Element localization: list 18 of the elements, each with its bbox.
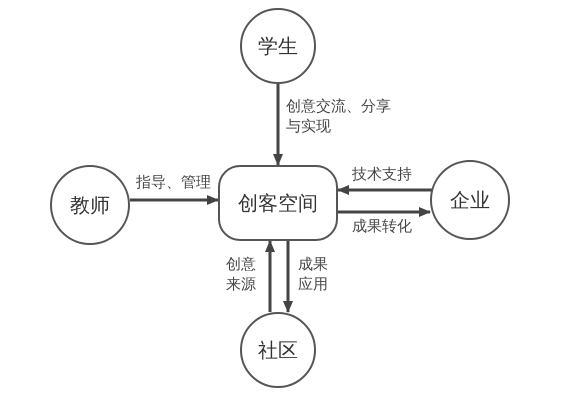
- arrow: [337, 185, 432, 195]
- node-label: 社区: [258, 336, 298, 364]
- arrow: [265, 240, 275, 312]
- edge-label: 成果应用: [298, 254, 329, 294]
- node-label: 企业: [450, 186, 490, 214]
- arrow: [338, 207, 431, 217]
- edge-label: 创意来源: [226, 254, 257, 294]
- arrow: [283, 241, 293, 313]
- node-label: 创客空间: [238, 190, 318, 216]
- node-label: 教师: [70, 192, 110, 218]
- arrow: [130, 195, 219, 205]
- node-label: 学生: [258, 32, 298, 60]
- edge-label: 指导、管理: [136, 172, 212, 192]
- arrow: [273, 84, 283, 166]
- edge-label: 创意交流、分享与实现: [286, 96, 392, 136]
- edge-label: 技术支持: [352, 164, 413, 184]
- edge-label: 成果转化: [352, 216, 413, 236]
- rounded-box: [218, 165, 338, 241]
